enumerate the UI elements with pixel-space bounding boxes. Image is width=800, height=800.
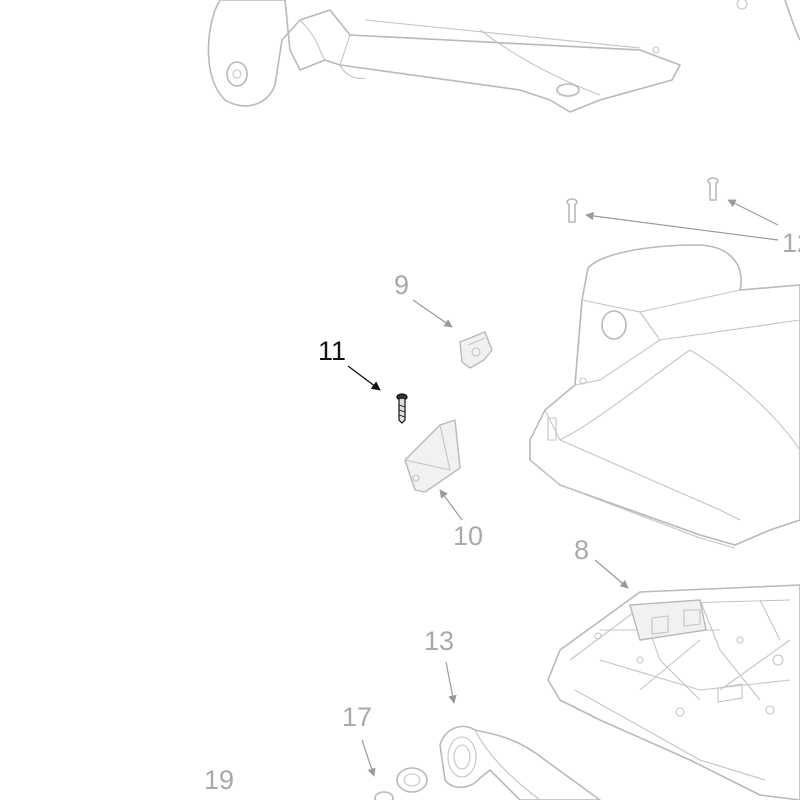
callout-9: 9 (394, 270, 410, 300)
base-plate-part-8 (547, 584, 800, 800)
leader-11 (347, 365, 381, 391)
leader-17 (361, 739, 376, 777)
leader-10 (439, 489, 463, 521)
leader-8 (594, 559, 629, 589)
lever-part-13 (439, 725, 601, 800)
top-bracket-part (207, 0, 681, 113)
callout-10: 10 (453, 521, 484, 551)
cover-housing-part (529, 244, 800, 549)
leader-12-right (727, 199, 779, 226)
callout-12: 12 (782, 228, 800, 258)
top-right-ring-part (736, 0, 800, 41)
leader-12-left (585, 211, 779, 241)
ring-part-17 (374, 767, 428, 800)
clip-part-9 (459, 331, 493, 369)
cover-piece-part-10 (404, 419, 461, 493)
callout-11: 11 (318, 336, 347, 366)
screw-part-12-right (707, 177, 719, 201)
callout-17: 17 (342, 702, 373, 732)
screw-part-12-left (566, 198, 578, 223)
leader-9 (412, 299, 453, 328)
callout-19: 19 (204, 765, 235, 795)
screw-part-11-highlighted (396, 393, 408, 424)
callout-13: 13 (424, 626, 455, 656)
leader-13 (445, 661, 457, 704)
callout-8: 8 (574, 535, 590, 565)
